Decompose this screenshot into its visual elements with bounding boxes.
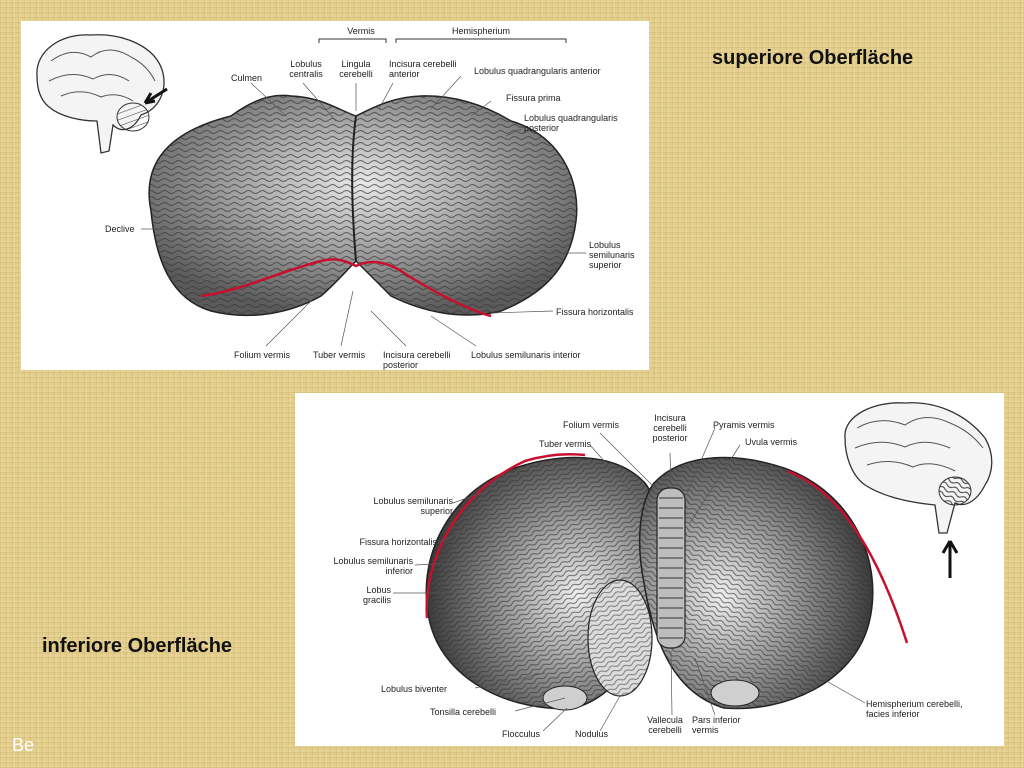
incisura-anterior-label: Incisura cerebelli anterior	[389, 59, 457, 79]
lobulus-quadrangularis-posterior-label: Lobulus quadrangularis posterior	[524, 113, 618, 133]
brain-inset-icon	[844, 402, 993, 578]
hemispherium-facies-inferior-label: Hemispherium cerebelli, facies inferior	[866, 699, 963, 719]
inferior-vermis	[656, 487, 686, 649]
pyramis-vermis-label: Pyramis vermis	[713, 420, 775, 430]
vermis-group-label: Vermis	[347, 26, 375, 36]
flocculus-label: Flocculus	[502, 729, 541, 739]
incisura-posterior-label: Incisura cerebelli posterior	[652, 413, 688, 443]
lobulus-semilunaris-superior-label: Lobulus semilunaris superior	[373, 496, 453, 516]
lobulus-semilunaris-superior-label: Lobulus semilunaris superior	[589, 240, 635, 270]
lobulus-centralis-label: Lobulus centralis	[289, 59, 323, 79]
declive-label: Declive	[105, 224, 135, 234]
lingula-cerebelli-label: Lingula cerebelli	[339, 59, 373, 79]
fissura-prima-label: Fissura prima	[506, 93, 561, 103]
superior-cerebellum-drawing	[36, 34, 586, 347]
inferior-cerebellum-drawing	[393, 402, 993, 732]
tuber-vermis-label: Tuber vermis	[313, 350, 366, 360]
lobulus-semilunaris-inferior-label: Lobulus semilunaris inferior	[333, 556, 413, 576]
lobus-gracilis-label: Lobus gracilis	[362, 585, 391, 605]
tonsilla-cerebelli-label: Tonsilla cerebelli	[430, 707, 497, 717]
uvula-vermis-label: Uvula vermis	[745, 437, 798, 447]
folium-vermis-label: Folium vermis	[234, 350, 291, 360]
inferior-surface-title: inferiore Oberfläche	[42, 635, 233, 657]
superior-surface-title: superiore Oberfläche	[712, 47, 914, 69]
lobulus-quadrangularis-anterior-label: Lobulus quadrangularis anterior	[474, 66, 601, 76]
inferior-surface-figure: Folium vermis Incisura cerebelli posteri…	[295, 393, 1004, 746]
tuber-vermis-label: Tuber vermis	[539, 439, 592, 449]
culmen-label: Culmen	[231, 73, 263, 83]
vallecula-cerebelli-label: Vallecula cerebelli	[647, 715, 683, 735]
superior-surface-figure: Vermis Hemispherium Culmen Lobulus centr…	[21, 21, 649, 370]
cerebellum-superior-body	[148, 94, 578, 318]
lobulus-semilunaris-inferior-label: Lobulus semilunaris interior	[471, 350, 581, 360]
pars-inferior-vermis-label: Pars inferior vermis	[692, 715, 741, 735]
left-hemisphere	[425, 453, 661, 711]
right-hemisphere	[638, 456, 909, 710]
brain-inset-icon	[36, 34, 168, 154]
fissura-horizontalis-label: Fissura horizontalis	[359, 537, 437, 547]
hemispherium-group-label: Hemispherium	[451, 26, 511, 36]
fissura-horizontalis-label: Fissura horizontalis	[556, 307, 634, 317]
folium-vermis-label: Folium vermis	[563, 420, 620, 430]
lobulus-biventer-label: Lobulus biventer	[381, 684, 448, 694]
incisura-posterior-label: Incisura cerebelli posterior	[383, 350, 451, 370]
corner-mark: Be	[12, 735, 35, 755]
nodulus-label: Nodulus	[575, 729, 609, 739]
